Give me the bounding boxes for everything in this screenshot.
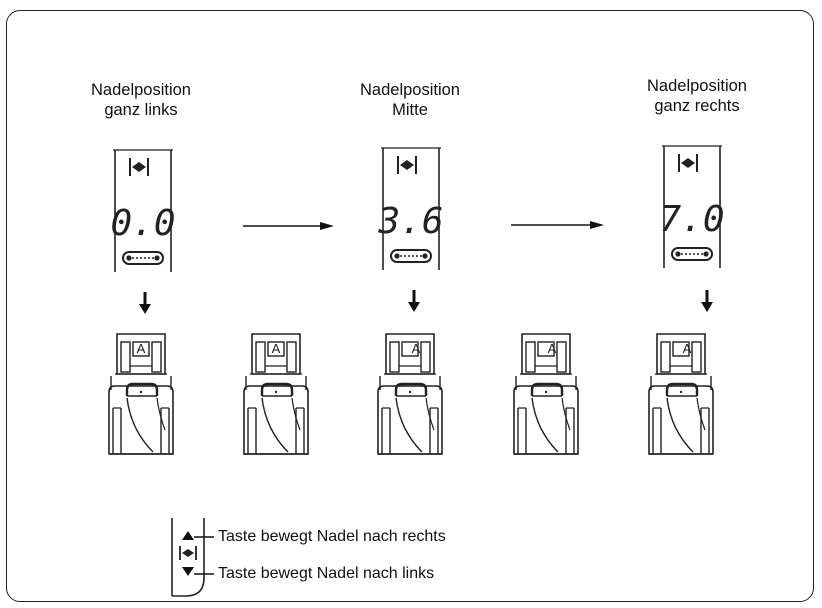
caption-left-subtitle: ganz links [104,101,178,119]
caption-right: Nadelposition ganz rechts [632,76,762,116]
presser-foot-letter: A [137,341,146,356]
presser-foot-letter: A [412,341,421,356]
presser-foot-3: A [376,332,444,456]
display-value-left: 0.0 [110,203,175,244]
presser-foot-1: A [107,332,175,456]
presser-foot-2: A [242,332,310,456]
presser-foot-letter: A [548,341,557,356]
caption-middle: Nadelposition Mitte [345,80,475,120]
presser-foot-letter: A [272,341,281,356]
lcd-display-middle: 3.6 [377,147,444,271]
down-arrow-icon [406,288,422,314]
display-value-middle: 3.6 [377,201,443,242]
down-triangle-icon [182,567,194,576]
caption-left-title: Nadelposition [91,81,191,99]
lcd-display-right: 7.0 [659,145,725,269]
lcd-display-left: 0.0 [110,149,176,273]
right-arrow-icon [243,222,334,230]
presser-foot-5: A [647,332,715,456]
presser-foot-letter: A [683,341,692,356]
caption-left: Nadelposition ganz links [76,80,206,120]
legend-down-label: Taste bewegt Nadel nach links [218,565,435,582]
down-arrow-icon [699,288,715,314]
right-arrow-icon [511,221,604,229]
caption-right-title: Nadelposition [647,77,747,95]
display-value-right: 7.0 [659,199,724,240]
legend-panel [171,518,214,597]
legend-up-label: Taste bewegt Nadel nach rechts [218,528,446,545]
presser-foot-4: A [512,332,580,456]
diagram-frame [6,10,814,602]
down-arrow-icon [137,290,153,316]
caption-middle-subtitle: Mitte [392,101,428,119]
caption-right-subtitle: ganz rechts [654,97,740,115]
up-triangle-icon [182,531,194,540]
caption-middle-title: Nadelposition [360,81,460,99]
